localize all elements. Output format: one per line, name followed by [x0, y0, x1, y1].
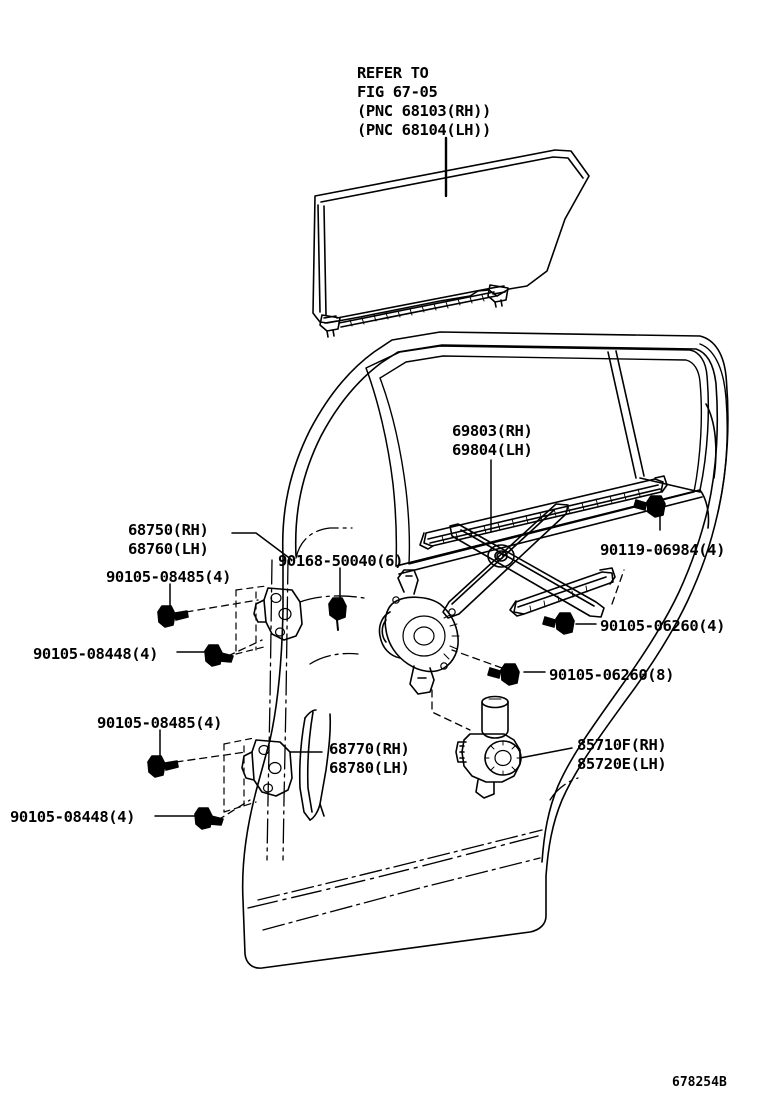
callout-motor-lh: 85720E(LH): [577, 755, 667, 773]
bolt-icon-08485-upper: [157, 605, 189, 628]
callout-glass-refer-fig: FIG 67-05: [357, 83, 438, 101]
regulator-main-arm: [442, 503, 569, 619]
glass-run-channel-upper: [266, 559, 289, 861]
door-shell-outline: [241, 331, 729, 969]
figure-code: 678254B: [672, 1075, 727, 1090]
callout-bolt-08448-upper: 90105-08448(4): [33, 645, 159, 663]
quarter-glass-divider: [607, 350, 701, 493]
callout-runchannel-lh: 68760(LH): [128, 540, 209, 558]
callout-bolt-08448-lower: 90105-08448(4): [10, 808, 136, 826]
glass-run-channel-lower: [298, 709, 332, 821]
callout-motor-rh: 85710F(RH): [577, 736, 667, 754]
regulator-lower-rail: [509, 567, 616, 617]
callout-glassrun-lh: 68780(LH): [329, 759, 410, 777]
callout-bolt-06260-8: 90105-06260(8): [549, 666, 675, 684]
callout-bolt-08485-lower: 90105-08485(4): [97, 714, 223, 732]
callout-regulator-lh: 69804(LH): [452, 441, 533, 459]
callout-regulator-rh: 69803(RH): [452, 422, 533, 440]
door-lower-crease: [247, 835, 539, 909]
window-opening-frame: [365, 345, 710, 575]
callout-clip-90168: 90168-50040(6): [278, 552, 404, 570]
screw-icon-90168: [328, 597, 347, 631]
inner-panel-hidden-lines: [257, 527, 579, 931]
window-regulator: [378, 475, 668, 695]
lower-door-bracket: [223, 737, 293, 813]
door-rear-edge: [699, 343, 728, 529]
callout-glassrun-rh: 68770(RH): [329, 740, 410, 758]
bolt-icon-08448-upper: [204, 644, 234, 667]
regulator-cross-arm: [449, 523, 605, 618]
callout-bolt-06260-4: 90105-06260(4): [600, 617, 726, 635]
bolt-icon-06260-8: [487, 663, 520, 686]
bolt-icon-06260-4: [542, 612, 575, 635]
callout-bolt-08485-upper: 90105-08485(4): [106, 568, 232, 586]
bolt-icon-08448-lower: [194, 807, 224, 830]
callout-glass-pnc-rh: (PNC 68103(RH)): [357, 102, 491, 120]
callout-runchannel-rh: 68750(RH): [128, 521, 209, 539]
regulator-center-pivot: [487, 544, 515, 568]
callout-glass-refer: REFER TO: [357, 64, 429, 82]
callout-glass-pnc-lh: (PNC 68104(LH)): [357, 121, 491, 139]
fastener-icons: [147, 495, 666, 830]
bolt-icon-90119: [633, 495, 666, 518]
door-glass-panel: [312, 136, 590, 338]
glass-clip-right: [487, 284, 509, 308]
leader-lines: [154, 459, 661, 821]
glass-clip-left: [319, 314, 341, 338]
regulator-gear-housing: [378, 569, 460, 695]
upper-door-bracket: [235, 585, 303, 655]
callout-bolt-90119: 90119-06984(4): [600, 541, 726, 559]
bolt-icon-08485-lower: [147, 755, 179, 778]
power-window-motor: [455, 695, 522, 799]
